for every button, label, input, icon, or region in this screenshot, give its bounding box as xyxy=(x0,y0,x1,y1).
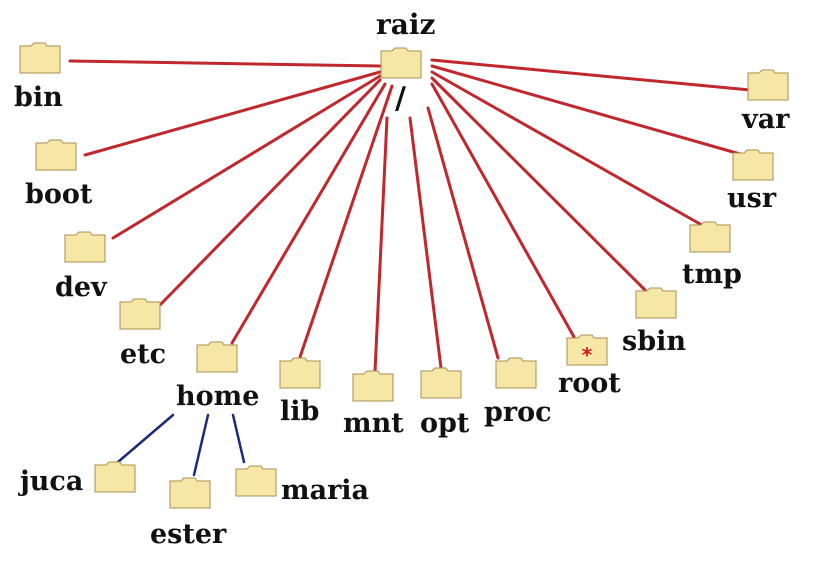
labels: raiz / bin boot dev etc home lib mnt opt… xyxy=(14,8,790,550)
asterisk-marker: * xyxy=(582,343,593,367)
label-sbin: sbin xyxy=(622,326,686,357)
label-opt: opt xyxy=(420,408,470,439)
folder-icon xyxy=(64,231,106,263)
edge-ester xyxy=(192,413,210,477)
label-boot: boot xyxy=(25,179,93,210)
label-home: home xyxy=(176,381,259,412)
folder-icon xyxy=(235,465,277,497)
edge-maria xyxy=(231,413,246,464)
edge-boot xyxy=(83,70,382,157)
folder-icon xyxy=(94,461,136,493)
edge-var xyxy=(430,58,752,92)
label-etc: etc xyxy=(120,339,166,370)
folder-icon xyxy=(196,341,238,373)
folder-icon xyxy=(279,357,321,389)
edge-sbin xyxy=(430,76,647,292)
folder-icon xyxy=(732,149,774,181)
label-tmp: tmp xyxy=(682,259,742,290)
label-dev: dev xyxy=(55,272,108,303)
folder-icon xyxy=(747,69,789,101)
edge-dev xyxy=(111,74,382,240)
label-root: root xyxy=(558,368,621,399)
folder-icon xyxy=(119,298,161,330)
edge-mnt xyxy=(373,116,389,373)
label-maria: maria xyxy=(281,475,369,506)
folder-icon xyxy=(566,334,608,366)
folder-icon xyxy=(35,139,77,171)
label-mnt: mnt xyxy=(343,408,404,439)
folder-icon xyxy=(380,47,422,79)
edge-lib xyxy=(298,84,394,359)
label-ester: ester xyxy=(150,519,227,550)
home-edges xyxy=(116,413,246,477)
folder-icon xyxy=(352,370,394,402)
edge-proc xyxy=(426,106,500,360)
root-title: raiz xyxy=(376,8,435,41)
label-usr: usr xyxy=(727,183,777,214)
edge-root xyxy=(430,82,576,339)
edge-juca xyxy=(116,413,175,464)
folder-icon xyxy=(169,477,211,509)
edge-home xyxy=(230,82,387,345)
folder-icon xyxy=(689,221,731,253)
folder-icon xyxy=(635,287,677,319)
label-bin: bin xyxy=(14,82,63,113)
label-var: var xyxy=(741,104,790,135)
folders xyxy=(19,42,789,509)
folder-icon xyxy=(420,367,462,399)
folder-icon xyxy=(19,42,61,74)
edge-usr xyxy=(430,64,742,156)
label-lib: lib xyxy=(280,396,319,427)
edge-tmp xyxy=(430,70,702,226)
edge-etc xyxy=(158,78,382,307)
folder-icon xyxy=(495,357,537,389)
edge-bin xyxy=(68,59,382,68)
label-proc: proc xyxy=(484,397,552,428)
root-edges xyxy=(68,58,752,373)
edge-opt xyxy=(408,116,443,370)
label-juca: juca xyxy=(18,466,83,497)
root-symbol: / xyxy=(395,81,406,116)
